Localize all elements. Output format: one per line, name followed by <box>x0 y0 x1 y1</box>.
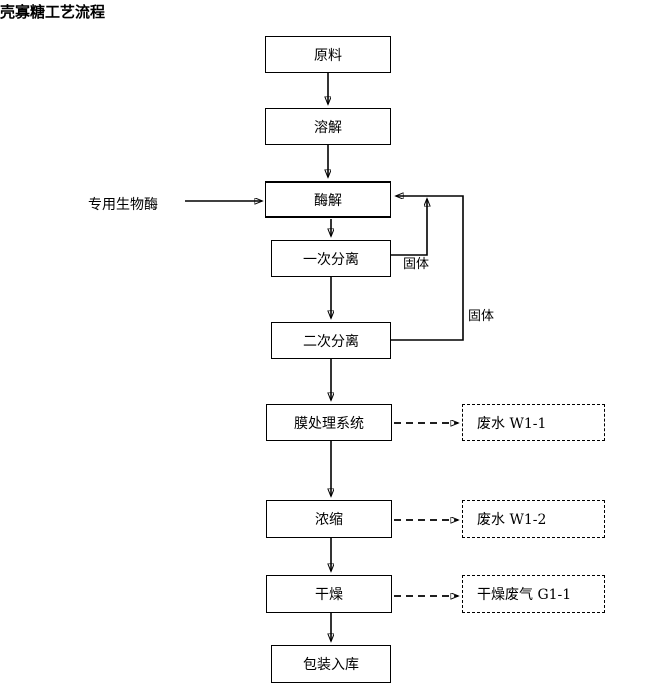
node-concentration[interactable]: 浓缩 <box>266 500 392 538</box>
node-enzymolysis[interactable]: 酶解 <box>265 181 391 218</box>
node-label: 一次分离 <box>303 251 359 268</box>
waste-label: 干燥废气 G1-1 <box>477 587 572 603</box>
waste-label: 废水 W1-1 <box>477 415 547 432</box>
node-label: 酶解 <box>314 192 342 209</box>
node-wastewater-w1-2[interactable]: 废水 W1-2 <box>462 500 605 538</box>
node-raw-material[interactable]: 原料 <box>265 36 391 73</box>
node-first-separation[interactable]: 一次分离 <box>271 240 391 277</box>
node-packaging-warehousing[interactable]: 包装入库 <box>271 645 391 683</box>
node-membrane-treatment-system[interactable]: 膜处理系统 <box>266 404 392 441</box>
node-drying[interactable]: 干燥 <box>266 575 392 613</box>
label-enzyme-input: 专用生物酶 <box>88 194 158 214</box>
node-drying-exhaust-g1-1[interactable]: 干燥废气 G1-1 <box>462 575 605 613</box>
node-label: 浓缩 <box>315 512 343 528</box>
page-title: 壳寡糖工艺流程 <box>0 3 106 21</box>
node-dissolve[interactable]: 溶解 <box>265 108 391 145</box>
node-second-separation[interactable]: 二次分离 <box>271 322 391 359</box>
solid-label-text: 固体 <box>403 257 430 272</box>
node-wastewater-w1-1[interactable]: 废水 W1-1 <box>462 404 605 441</box>
node-label: 膜处理系统 <box>294 415 364 432</box>
edge-sep1-solid-recycle <box>391 199 427 256</box>
waste-label: 废水 W1-2 <box>477 512 547 528</box>
solid-label-text: 固体 <box>468 309 495 324</box>
node-label: 溶解 <box>314 119 342 136</box>
enzyme-input-text: 专用生物酶 <box>88 197 158 213</box>
node-label: 包装入库 <box>303 657 359 673</box>
node-label: 原料 <box>314 47 342 64</box>
node-label: 二次分离 <box>303 333 359 350</box>
label-solid-recycle-first: 固体 <box>403 253 429 272</box>
label-solid-recycle-second: 固体 <box>468 305 494 324</box>
node-label: 干燥 <box>315 587 343 603</box>
